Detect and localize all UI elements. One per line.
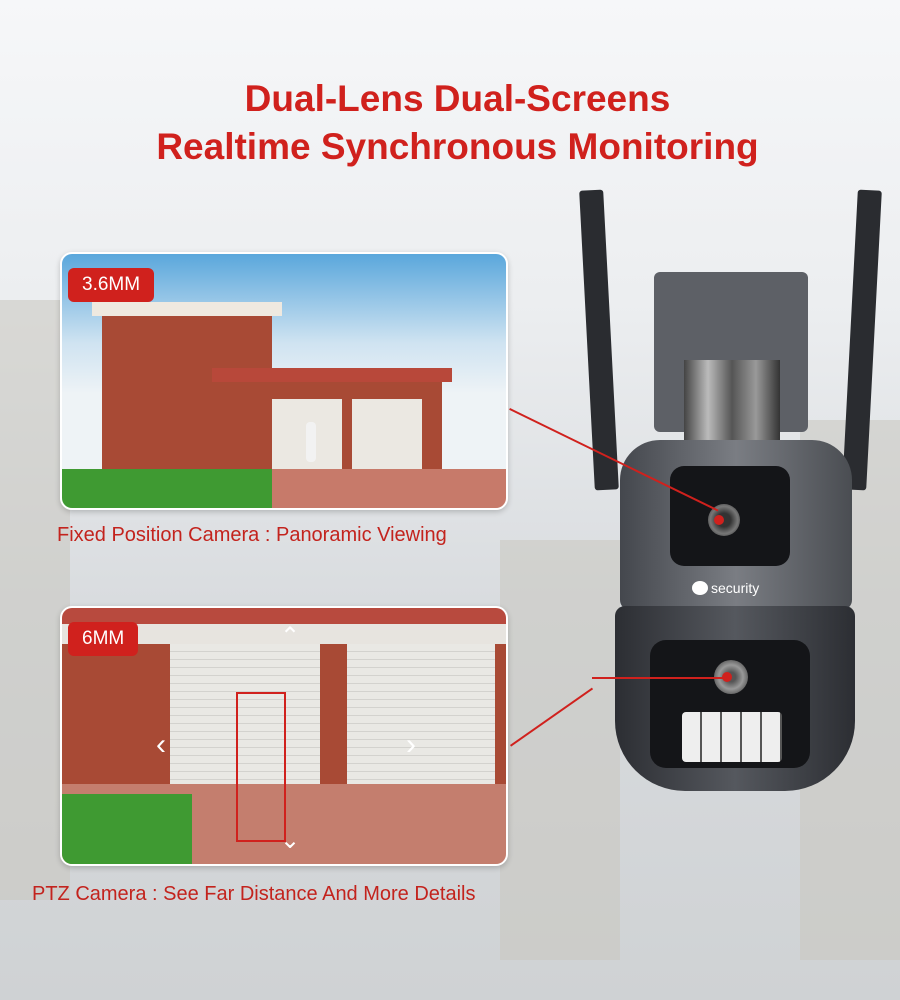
brand-name: security bbox=[711, 580, 760, 596]
lens-label: 3.6MM bbox=[68, 268, 155, 302]
brand-logo: security bbox=[692, 580, 759, 596]
callout-dot bbox=[722, 672, 732, 682]
lens-label: 6MM bbox=[68, 622, 139, 656]
camera-neck bbox=[684, 360, 780, 440]
ptz-view-image: ⌃ ‹ › ⌄ 6MM bbox=[60, 606, 508, 866]
pan-right-icon[interactable]: › bbox=[406, 728, 416, 761]
headline-line2: Realtime Synchronous Monitoring bbox=[156, 126, 759, 167]
person-detection-box bbox=[236, 692, 286, 842]
background-building bbox=[500, 540, 620, 960]
panoramic-view-image: 3.6MM bbox=[60, 252, 508, 510]
panel-caption: PTZ Camera : See Far Distance And More D… bbox=[32, 883, 476, 905]
callout-line bbox=[592, 677, 727, 679]
pan-left-icon[interactable]: ‹ bbox=[156, 728, 166, 761]
background-building bbox=[0, 300, 70, 900]
led-array bbox=[682, 712, 782, 762]
pan-up-icon[interactable]: ⌃ bbox=[280, 623, 301, 650]
pan-down-icon[interactable]: ⌄ bbox=[280, 827, 301, 854]
panel-caption: Fixed Position Camera : Panoramic Viewin… bbox=[57, 524, 447, 546]
headline: Dual-Lens Dual-Screens Realtime Synchron… bbox=[0, 75, 900, 171]
headline-line1: Dual-Lens Dual-Screens bbox=[244, 78, 671, 119]
brand-logo-icon bbox=[692, 581, 708, 595]
callout-dot bbox=[714, 515, 724, 525]
